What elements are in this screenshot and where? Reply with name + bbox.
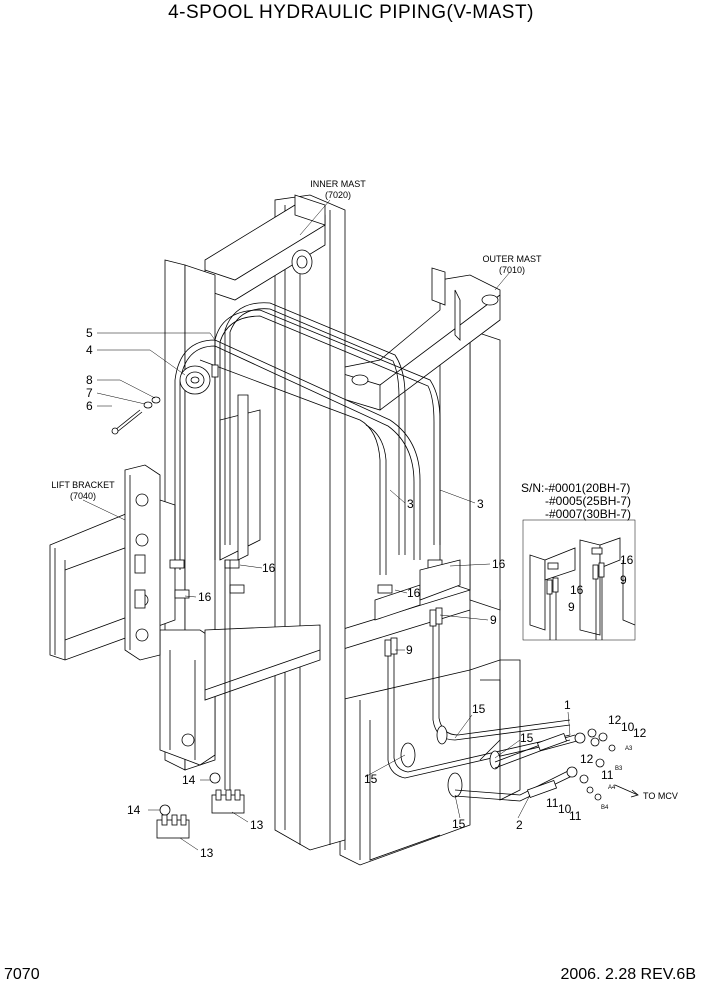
revision-date: 2006. 2.28 REV.6B	[560, 966, 696, 983]
lift-bracket-code: (7040)	[70, 491, 96, 501]
callout-9-b: 9	[490, 613, 497, 627]
hoses-to-mcv	[454, 728, 639, 802]
outer-mast-label: OUTER MAST	[482, 254, 542, 264]
page-number: 7070	[4, 966, 40, 983]
callout-16-c: 16	[492, 557, 506, 571]
inner-mast-label: INNER MAST	[310, 179, 366, 189]
fittings	[169, 559, 461, 621]
hose-loop	[174, 302, 441, 575]
callout-4: 4	[86, 343, 93, 357]
callout-16-inset-a: 16	[620, 553, 634, 567]
callout-6: 6	[86, 399, 93, 413]
callout-13-b: 13	[200, 846, 214, 860]
sheave	[179, 364, 219, 395]
callout-14-a: 14	[182, 773, 196, 787]
callout-16-a: 16	[262, 561, 276, 575]
callout-11-a: 11	[601, 768, 614, 782]
callout-14-b: 14	[127, 803, 141, 817]
bolt-assembly	[111, 396, 161, 435]
inner-mast	[204, 194, 346, 851]
serial-note-line3: -#0007(30BH-7)	[545, 507, 631, 521]
cylinder-ends	[156, 560, 245, 839]
callout-13-a: 13	[250, 818, 264, 832]
to-mcv-label: TO MCV	[643, 791, 678, 801]
lift-bracket	[49, 464, 176, 661]
callout-3-right: 3	[477, 497, 484, 511]
callout-15-c: 15	[364, 772, 378, 786]
callout-1: 1	[564, 698, 571, 712]
callout-10-a: 10	[621, 720, 635, 734]
callout-16-b: 16	[198, 590, 212, 604]
callout-11-c: 11	[569, 809, 582, 823]
callout-15-b: 15	[520, 731, 534, 745]
serial-note-line1: S/N:-#0001(20BH-7)	[521, 481, 630, 495]
callout-16-d: 16	[407, 586, 421, 600]
callout-9-inset-a: 9	[620, 573, 627, 587]
callout-12-b: 12	[633, 726, 647, 740]
page-title: 4-SPOOL HYDRAULIC PIPING(V-MAST)	[168, 2, 534, 23]
outer-mast	[329, 267, 521, 866]
clamps	[400, 725, 501, 798]
inner-mast-code: (7020)	[325, 190, 351, 200]
leader-lines	[82, 199, 571, 851]
inset-detail	[522, 519, 636, 641]
port-label-a4: A4	[608, 785, 616, 791]
callout-15-a: 15	[472, 702, 486, 716]
callout-9-a: 9	[406, 643, 413, 657]
callout-12-a: 12	[608, 713, 622, 727]
outer-mast-code: (7010)	[499, 265, 525, 275]
callout-12-c: 12	[580, 752, 594, 766]
callout-3-left: 3	[407, 497, 414, 511]
callout-8: 8	[86, 373, 93, 387]
callout-5: 5	[86, 326, 93, 340]
port-label-b4: B4	[601, 805, 609, 811]
callout-15-d: 15	[452, 817, 466, 831]
callout-9-inset-b: 9	[568, 600, 575, 614]
callout-10-b: 10	[558, 802, 572, 816]
callout-11-b: 11	[546, 796, 559, 810]
callout-7: 7	[86, 386, 93, 400]
port-label-a3: A3	[625, 746, 633, 752]
serial-note-line2: -#0005(25BH-7)	[545, 494, 631, 508]
lift-bracket-label: LIFT BRACKET	[51, 480, 115, 490]
callout-2: 2	[516, 818, 523, 832]
port-label-b3: B3	[615, 766, 623, 772]
callout-16-inset-b: 16	[570, 583, 584, 597]
